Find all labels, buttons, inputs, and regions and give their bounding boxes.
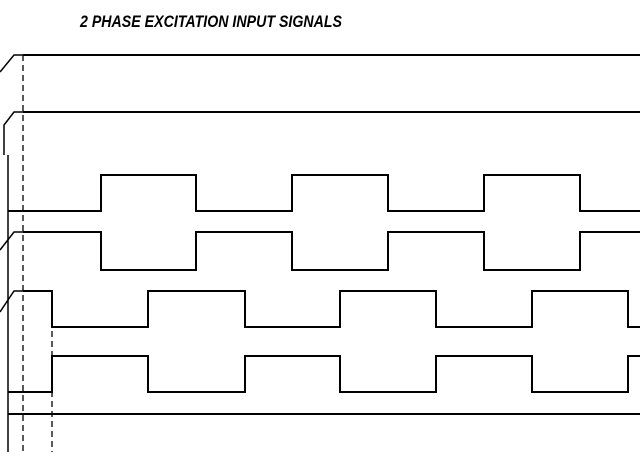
waveform-5 [23, 290, 640, 328]
waveform-6 [8, 355, 640, 393]
edge-mark-row-5 [0, 290, 23, 313]
waveform-3 [8, 174, 640, 212]
waveform-4 [23, 231, 640, 271]
edge-mark-row-2 [3, 111, 23, 155]
edge-mark-row-4 [0, 231, 23, 251]
edge-mark-row-1 [0, 54, 23, 73]
diagram-title: 2 PHASE EXCITATION INPUT SIGNALS [80, 13, 343, 31]
